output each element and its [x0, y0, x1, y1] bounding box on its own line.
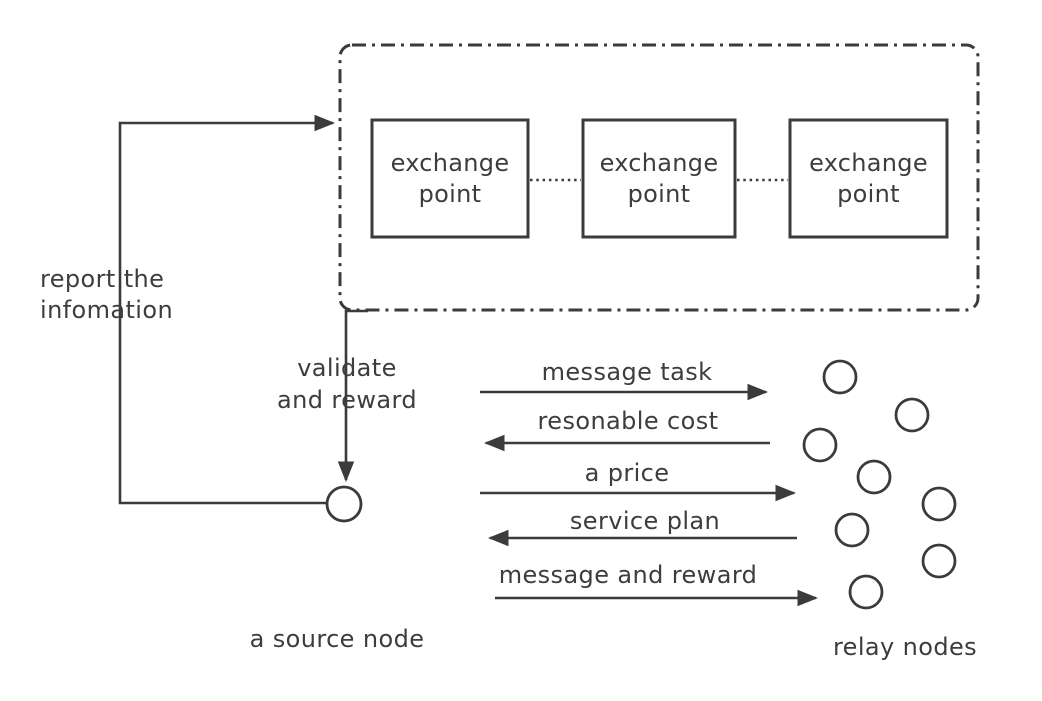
validate-reward-line1: validate: [297, 354, 397, 382]
relay-node-circle: [921, 543, 957, 579]
relay-node-circle: [802, 427, 838, 463]
exchange-point-label: exchange point: [372, 120, 528, 237]
relay-node-circle: [848, 574, 884, 610]
exchange-point-text: exchange point: [599, 148, 719, 208]
arrow-label-message-reward: message and reward: [498, 561, 758, 589]
arrow-label-resonable-cost: resonable cost: [537, 407, 719, 435]
report-information-line1: report the: [40, 265, 165, 293]
relay-node-circle: [834, 512, 870, 548]
validate-reward-arrow: [337, 309, 368, 483]
relay-node-circle: [921, 486, 957, 522]
relay-node-circle: [822, 359, 858, 395]
exchange-point-label: exchange point: [790, 120, 947, 237]
source-node-label: a source node: [249, 625, 425, 653]
relay-node-circle: [856, 459, 892, 495]
validate-reward-line2: and reward: [277, 386, 417, 414]
report-information-line2: infomation: [40, 296, 174, 324]
exchange-point-box: [370, 118, 530, 239]
exchange-point-text: exchange point: [390, 148, 510, 208]
source-node-circle: [325, 485, 363, 523]
exchange-container-border: [338, 43, 980, 312]
exchange-point-text: exchange point: [809, 148, 928, 208]
relay-node-circle: [894, 397, 930, 433]
exchange-point-label: exchange point: [583, 120, 735, 237]
arrow-label-a-price: a price: [584, 459, 670, 487]
arrow-label-message-task: message task: [541, 358, 713, 386]
arrow-label-service-plan: service plan: [569, 507, 721, 535]
report-information-label: report the infomation: [40, 264, 173, 326]
exchange-point-box: [581, 118, 737, 239]
relay-nodes-label: relay nodes: [832, 633, 978, 661]
exchange-point-box: [788, 118, 949, 239]
report-information-arrow: [118, 114, 336, 505]
validate-reward-label: validate and reward: [277, 352, 417, 416]
